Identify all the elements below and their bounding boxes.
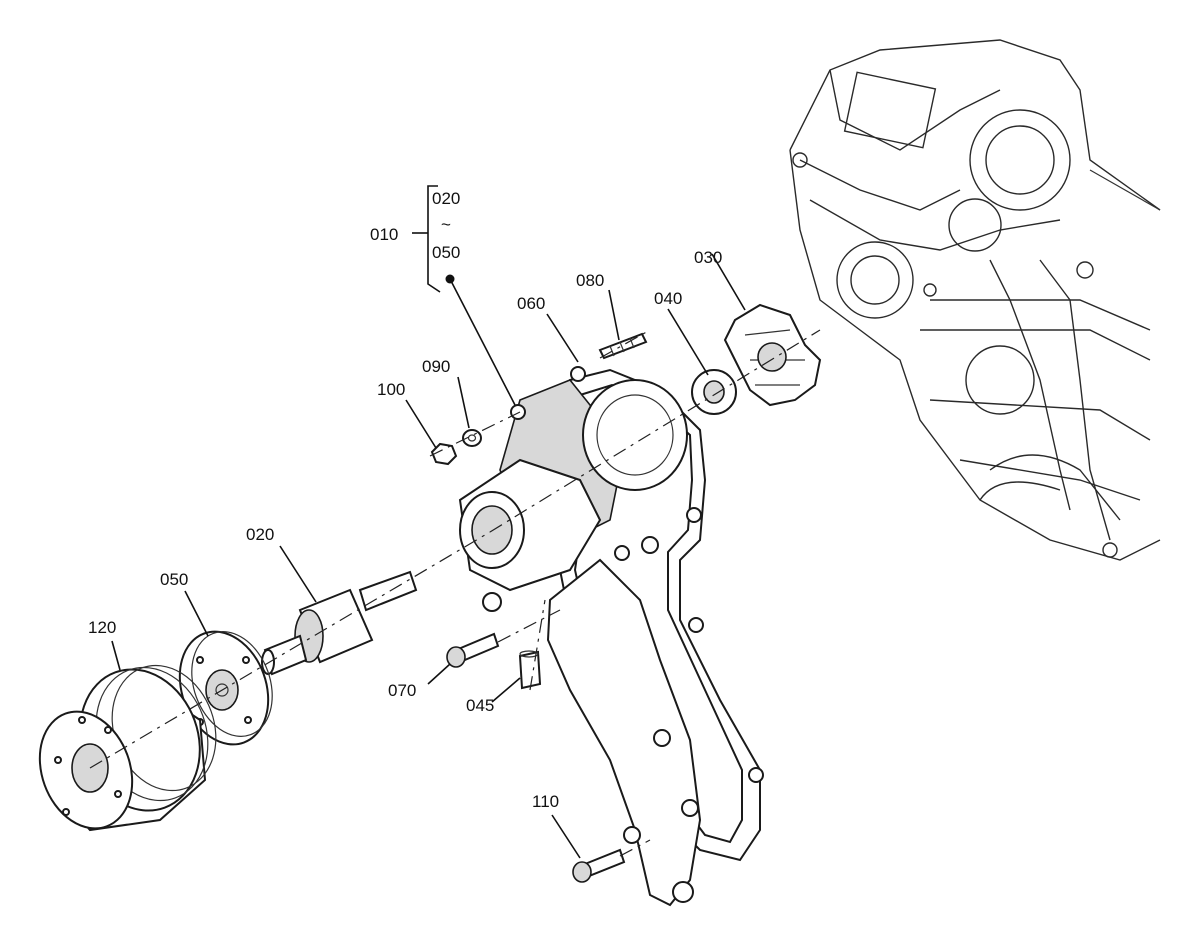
label-070: 070 <box>388 681 416 700</box>
label-010: 010 <box>370 225 398 244</box>
label-045: 045 <box>466 696 494 715</box>
label-range-tilde: ~ <box>441 215 451 234</box>
label-020: 020 <box>246 525 274 544</box>
leader-lines <box>111 185 746 859</box>
water-pump-body-060 <box>458 366 764 907</box>
label-010-range-end: 050 <box>432 243 460 262</box>
flange-050 <box>178 630 273 746</box>
label-030: 030 <box>694 248 722 267</box>
label-120: 120 <box>88 618 116 637</box>
pin-045 <box>518 650 542 690</box>
engine-block <box>789 39 1161 561</box>
label-090: 090 <box>422 357 450 376</box>
bolt-110 <box>572 848 626 883</box>
label-060: 060 <box>517 294 545 313</box>
impeller-030 <box>723 303 822 407</box>
mechanical-seal-040 <box>691 369 737 415</box>
bearing-shaft-020 <box>261 570 418 676</box>
bolt-070 <box>446 632 500 668</box>
nut-100 <box>430 442 458 466</box>
label-080: 080 <box>576 271 604 290</box>
callout-labels: 020 ~ 050 010 030 080 040 060 090 100 02… <box>88 189 722 811</box>
center-lines <box>89 329 821 857</box>
label-100: 100 <box>377 380 405 399</box>
label-010-range-start: 020 <box>432 189 460 208</box>
label-050: 050 <box>160 570 188 589</box>
washer-090 <box>462 429 482 447</box>
label-040: 040 <box>654 289 682 308</box>
label-110: 110 <box>532 792 559 811</box>
pulley-120 <box>38 664 217 832</box>
